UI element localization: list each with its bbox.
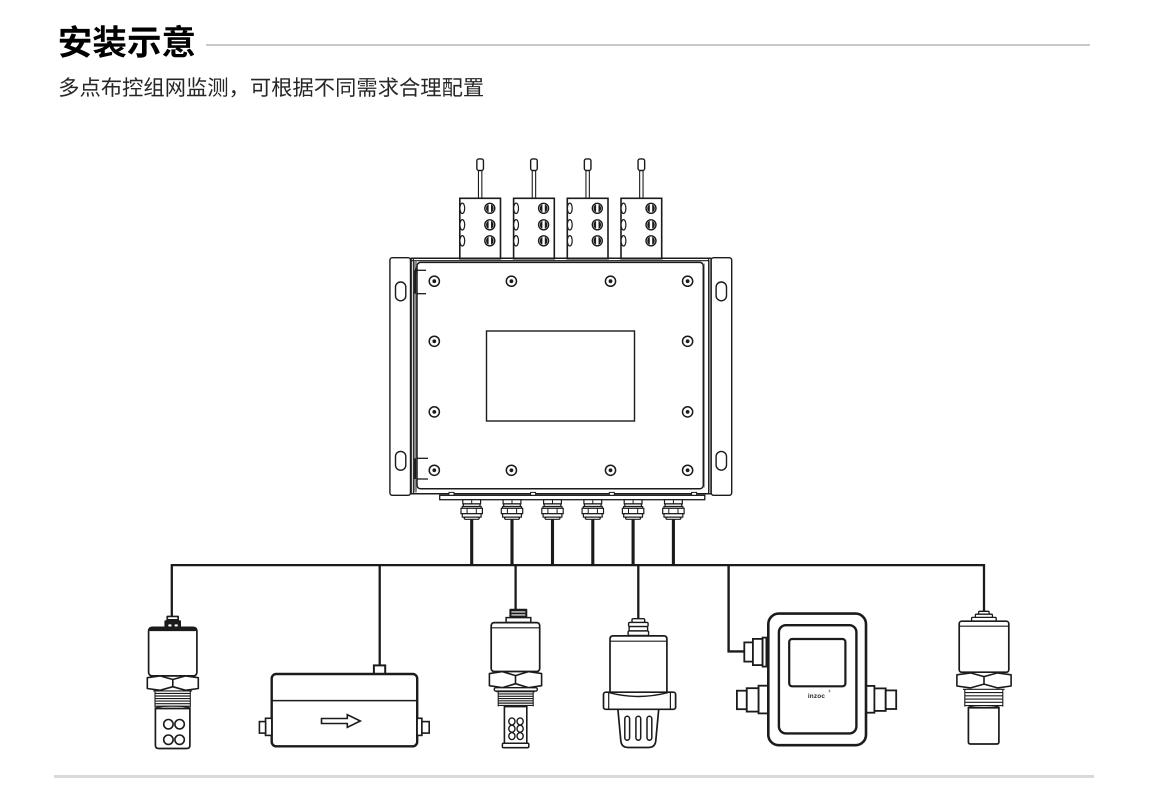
panel-screw-icon bbox=[681, 275, 694, 288]
panel-screw-icon bbox=[681, 464, 694, 477]
controller-screen bbox=[788, 637, 847, 688]
antenna-cap-icon bbox=[637, 158, 646, 172]
page-title-glyphs bbox=[59, 24, 195, 58]
sensor-ported-probe-center bbox=[488, 608, 543, 749]
page-subtitle-glyphs bbox=[59, 77, 484, 98]
antenna-module bbox=[566, 158, 609, 260]
flow-arrow-icon bbox=[320, 713, 363, 729]
wiring bbox=[170, 519, 986, 666]
panel-screw-icon bbox=[681, 406, 694, 418]
antenna-module bbox=[620, 158, 663, 260]
panel-screw-icon bbox=[428, 406, 441, 418]
sensor-ported-probe-left bbox=[146, 615, 200, 750]
antenna-module bbox=[512, 158, 556, 260]
cable-gland bbox=[662, 499, 685, 520]
panel-screw-icon bbox=[428, 464, 441, 477]
panel-screw-icon bbox=[604, 464, 617, 477]
antenna-module bbox=[458, 158, 502, 260]
bus-wire bbox=[170, 563, 986, 617]
cable-gland bbox=[541, 499, 564, 520]
display-controller: inzoc® bbox=[736, 612, 898, 747]
cable-gland bbox=[460, 499, 483, 520]
panel-screw-icon bbox=[428, 275, 441, 288]
antenna-modules bbox=[458, 158, 663, 260]
bottom-rail bbox=[439, 491, 706, 501]
antenna-cap-icon bbox=[583, 158, 592, 172]
mounting-flange-left bbox=[389, 257, 412, 497]
page-subtitle-path bbox=[59, 77, 484, 98]
footer-rule bbox=[54, 775, 1094, 779]
panel-screw-icon bbox=[428, 335, 441, 348]
panel-screw-icon bbox=[681, 335, 694, 348]
title-rule bbox=[205, 43, 1090, 47]
drop-wire-display-unit bbox=[727, 565, 745, 653]
hinge-arrow-icon bbox=[414, 266, 418, 273]
cable-gland bbox=[621, 499, 645, 520]
antenna-cap-icon bbox=[476, 158, 485, 172]
controller-enclosure bbox=[389, 257, 733, 497]
panel-screw-icon bbox=[604, 275, 617, 288]
cable-glands bbox=[460, 499, 685, 520]
sensor-plain-probe bbox=[956, 610, 1012, 745]
sensor-slotted-cup bbox=[602, 618, 677, 749]
antenna-cap-icon bbox=[529, 158, 538, 172]
brand-logo-mark: ® bbox=[828, 690, 831, 694]
display-window bbox=[485, 330, 636, 422]
flow-meter bbox=[258, 664, 430, 748]
cable-gland bbox=[500, 499, 524, 520]
panel-screw-icon bbox=[505, 464, 518, 477]
mounting-flange-right bbox=[710, 257, 733, 497]
panel-screw-icon bbox=[505, 275, 518, 288]
cable-entry-fitting bbox=[372, 664, 387, 676]
page-title-path bbox=[59, 24, 195, 58]
brand-logo-text: inzoc bbox=[808, 693, 826, 700]
flow-meter-body bbox=[270, 672, 419, 748]
cable-gland bbox=[581, 499, 605, 520]
